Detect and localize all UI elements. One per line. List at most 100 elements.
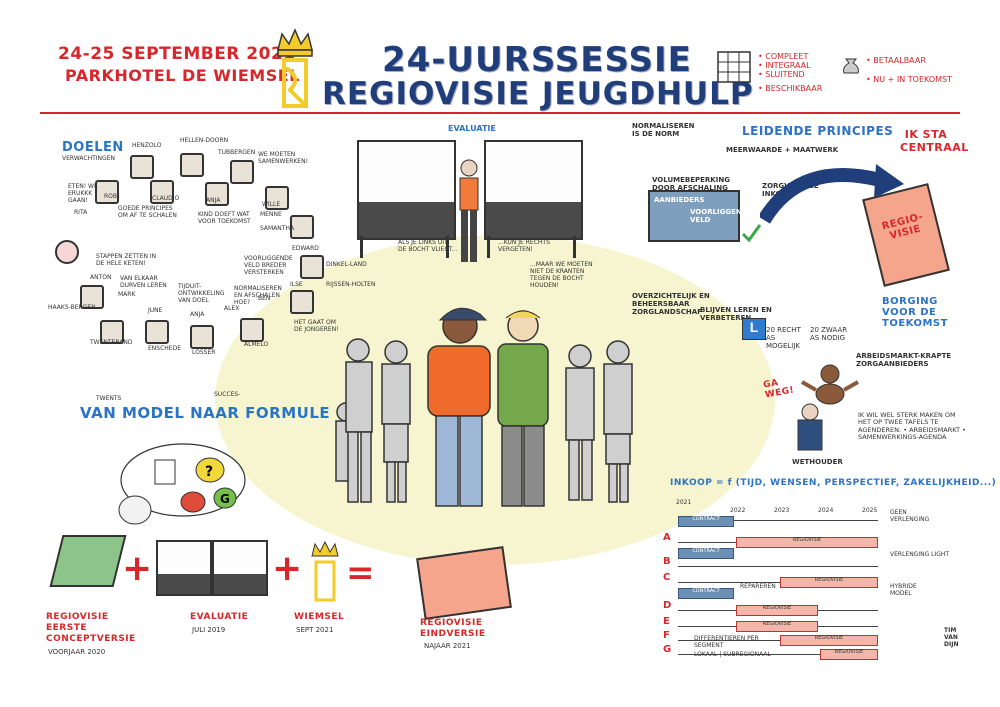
regiovisie-book: REGIO-VISIE bbox=[862, 183, 950, 287]
title-line-1: 24-UURSSESSIE bbox=[382, 40, 692, 80]
quote: GOEDE PRINCIPES OM AF TE SCHALEN bbox=[118, 205, 177, 219]
regiovisie-bar-g: REGIOVISIE bbox=[820, 649, 878, 660]
eq-date-wiemsel: SEPT 2021 bbox=[296, 626, 334, 634]
title-line-2: REGIOVISIE JEUGDHULP bbox=[322, 76, 754, 112]
year-tick: 2022 bbox=[730, 507, 746, 514]
evaluatie-quote-middle: ...KUN JE RECHTS VERGETEN! bbox=[498, 239, 550, 253]
quote: VOORLIGGENDE VELD BREDER VERSTERKEN bbox=[244, 255, 293, 276]
evaluatie-title: EVALUATIE bbox=[448, 124, 496, 133]
contract-bar: CONTRACT bbox=[678, 588, 734, 599]
participant-name: ALEX bbox=[224, 305, 240, 312]
participant-avatar bbox=[145, 320, 169, 344]
doelen-title: DOELEN bbox=[62, 140, 124, 155]
central-people-group bbox=[335, 307, 633, 507]
participant-name: EDWARD bbox=[292, 245, 319, 252]
participant-name: ALMELO bbox=[244, 341, 269, 348]
quote: WE MOETEN SAMENWERKEN! bbox=[258, 151, 308, 165]
criteria-right: • BETAALBAAR • NU + IN TOEKOMST bbox=[866, 56, 952, 85]
crown-logo-icon bbox=[277, 28, 313, 108]
participant-name: RITA bbox=[74, 209, 88, 216]
scenario-letter: F bbox=[663, 630, 670, 641]
participant-avatar bbox=[290, 290, 314, 314]
participant-avatar bbox=[300, 255, 324, 279]
quote: NORMALISEREN EN AFSCHALEN HOE? bbox=[234, 285, 282, 306]
contract-bar: CONTRACT bbox=[678, 516, 734, 527]
participant-name: MARK bbox=[118, 291, 136, 298]
principle-blijven-leren: BLIJVEN LEREN EN VERBETEREN bbox=[700, 306, 772, 323]
checkmark-icon bbox=[741, 224, 762, 243]
plus-sign: + bbox=[122, 548, 153, 589]
regiovisie-bar-a: REGIOVISIE bbox=[736, 537, 878, 548]
note-repareren: REPAREREN bbox=[740, 583, 776, 590]
session-date: 24-25 SEPTEMBER 2021 bbox=[58, 44, 296, 64]
participant-avatar bbox=[290, 215, 314, 239]
ik-sta-centraal: IK STA CENTRAAL bbox=[900, 128, 969, 154]
regiovisie-bar-c: REGIOVISIE bbox=[780, 577, 878, 588]
principle-overzichtelijk: OVERZICHTELIJK EN BEHEERSBAAR ZORGLANDSC… bbox=[632, 292, 710, 317]
participant-name: TWENTERAND bbox=[90, 339, 133, 346]
wethouder-quote: IK WIL WEL STERK MAKEN OM HET OP TWEE TA… bbox=[858, 411, 966, 442]
tag-twents: TWENTS bbox=[96, 395, 122, 402]
eq-title-wiemsel: WIEMSEL bbox=[294, 612, 345, 622]
participant-avatar bbox=[190, 325, 214, 349]
scenario-letter: C bbox=[663, 572, 671, 583]
concept-document-icon bbox=[49, 535, 127, 587]
participant-name: CLAUDIO bbox=[152, 195, 180, 202]
participant-name: WILLE bbox=[262, 201, 281, 208]
participant-name: LOSSER bbox=[192, 349, 216, 356]
year-tick: 2025 bbox=[862, 507, 878, 514]
aanbieders-screen: AANBIEDERS VOORLIGGEND VELD bbox=[648, 190, 748, 242]
twenty-recht: 20 RECHT AS MOGELIJK bbox=[766, 326, 801, 351]
scenario-letter: E bbox=[663, 616, 670, 627]
evaluatie-quote-left: ALS JE LINKS UIT DE BOCHT VLIEGT... bbox=[398, 239, 458, 253]
criteria-left: • COMPLEET • INTEGRAAL • SLUITEND • BESC… bbox=[758, 52, 823, 93]
formule-title: VAN MODEL NAAR FORMULE bbox=[80, 404, 331, 422]
note-verlenging-light: VERLENGING LIGHT bbox=[890, 551, 950, 558]
participant-name: HELLEN-DOORN bbox=[180, 137, 229, 144]
quote: HET GAAT OM DE JONGEREN! bbox=[294, 319, 339, 333]
regiovisie-bar-d: REGIOVISIE bbox=[736, 605, 818, 616]
quote: ETEN! WE ERUKKK GAAN! bbox=[68, 183, 98, 204]
participant-name: BEN bbox=[258, 295, 271, 302]
note-hybride-model: HYBRIDE MODEL bbox=[890, 583, 917, 597]
equation-board-1 bbox=[156, 540, 212, 596]
eq-date-concept: VOORJAAR 2020 bbox=[48, 648, 106, 656]
participant-name: JUNE bbox=[148, 307, 163, 314]
participant-name: HAAKS-BERGEN bbox=[48, 304, 96, 311]
note-geen-verlenging: GEEN VERLENGING bbox=[890, 509, 930, 523]
contract-bar: CONTRACT bbox=[678, 548, 734, 559]
equation-board-2 bbox=[212, 540, 268, 596]
participant-name: ILSE bbox=[290, 281, 303, 288]
participant-avatar bbox=[240, 318, 264, 342]
participant-name: ANTON bbox=[90, 274, 112, 281]
participant-name: SAMANTHA bbox=[260, 225, 295, 232]
eindversie-book-icon bbox=[416, 546, 512, 620]
svg-text:G: G bbox=[220, 492, 230, 506]
participant-name: HENZOLO bbox=[132, 142, 162, 149]
no-sign-icon bbox=[55, 240, 79, 264]
principle-volumebeperking: VOLUMEBEPERKING DOOR AFSCHALING bbox=[652, 176, 730, 193]
crown-logo-small-icon bbox=[311, 540, 339, 602]
year-tick: 2021 bbox=[676, 499, 692, 506]
artist-signature: TIM VAN DIJN bbox=[944, 627, 959, 648]
scenario-letter: B bbox=[663, 556, 671, 567]
curved-arrow-icon bbox=[760, 164, 904, 224]
regiovisie-bar-f: REGIOVISIE bbox=[780, 635, 878, 646]
year-tick: 2024 bbox=[818, 507, 834, 514]
year-tick: 2023 bbox=[774, 507, 790, 514]
evaluation-board-right bbox=[484, 140, 583, 240]
quote: STAPPEN ZETTEN IN DE HELE KETEN! bbox=[96, 253, 157, 267]
participant-avatar bbox=[95, 180, 119, 204]
participant-name: ROB bbox=[104, 193, 118, 200]
participant-avatar bbox=[100, 320, 124, 344]
participant-name: ANJA bbox=[190, 311, 205, 318]
arbeidsmarkt-krapte: ARBEIDSMARKT-KRAPTE ZORGAANBIEDERS bbox=[856, 352, 952, 369]
grid-icon bbox=[717, 51, 751, 83]
participant-name: ANJA bbox=[206, 197, 221, 204]
doelen-subtitle: VERWACHTINGEN bbox=[62, 155, 115, 162]
participant-avatar bbox=[180, 153, 204, 177]
participant-name: DINKEL-LAND bbox=[326, 261, 367, 268]
eq-date-evaluatie: JULI 2019 bbox=[192, 626, 226, 634]
eq-title-eindversie: REGIOVISIE EINDVERSIE bbox=[420, 618, 486, 639]
principes-title: LEIDENDE PRINCIPES bbox=[742, 124, 894, 138]
